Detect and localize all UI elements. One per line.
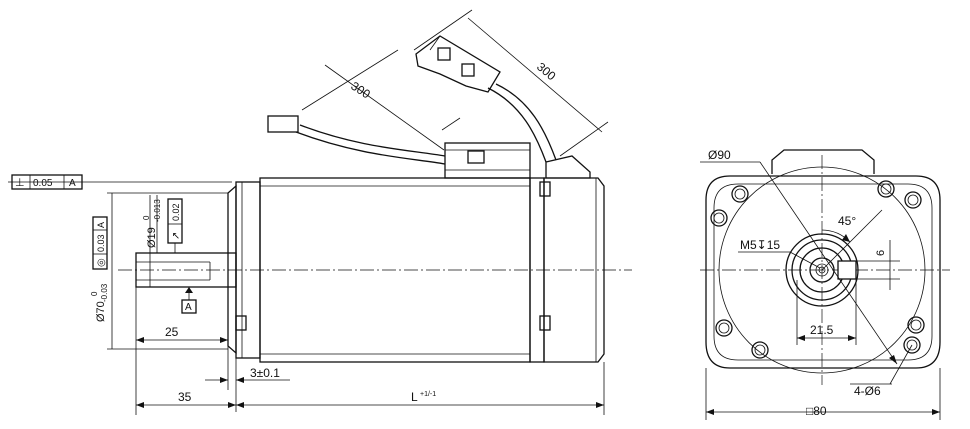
key-width-dim: 6 bbox=[856, 240, 900, 290]
perpendicularity-frame: ⊥ 0.05 A bbox=[8, 174, 232, 190]
pilot-diameter-tol-lower: -0.03 bbox=[100, 283, 109, 302]
cable-length-left: 300 bbox=[348, 79, 373, 102]
front-hub bbox=[785, 233, 859, 307]
shaft-diameter-tol-upper: 0 bbox=[142, 215, 151, 220]
concentricity-symbol: ◎ bbox=[96, 258, 107, 267]
angle-dim: 45° bbox=[821, 209, 883, 271]
pilot-diameter-dim: Ø70 0 -0.03 bbox=[90, 192, 228, 350]
thread-value: M5↧15 bbox=[740, 238, 780, 252]
holes-dim: 4-Ø6 bbox=[850, 344, 913, 398]
bolt-circle-dim: Ø90 bbox=[700, 148, 898, 365]
key-width-value: 6 bbox=[875, 250, 887, 256]
motor-body bbox=[235, 177, 605, 363]
perpendicularity-datum: A bbox=[69, 178, 76, 189]
front-view: Ø90 M5↧15 45° 6 21.5 bbox=[700, 148, 950, 420]
concentricity-tolerance: 0.03 bbox=[96, 234, 106, 252]
connector-boss bbox=[771, 149, 875, 174]
flange-thickness-value: 3±0.1 bbox=[250, 366, 280, 380]
key-height-dim: 21.5 bbox=[796, 279, 857, 345]
concentricity-frame: A 0.03 ◎ bbox=[92, 216, 108, 270]
shaft-length-value: 25 bbox=[165, 325, 179, 339]
cables bbox=[267, 35, 557, 165]
shaft-diameter-base: Ø19 bbox=[146, 227, 158, 248]
pilot-diameter-tol-upper: 0 bbox=[90, 291, 99, 296]
connector-housing bbox=[444, 142, 591, 179]
body-length-tol: +1/-1 bbox=[420, 391, 436, 398]
cable-length-right: 300 bbox=[534, 60, 559, 84]
perpendicularity-symbol: ⊥ bbox=[15, 177, 25, 189]
perpendicularity-tolerance: 0.05 bbox=[33, 178, 53, 189]
bolt-circle-value: Ø90 bbox=[708, 148, 731, 162]
flange-square-dim: □80 bbox=[705, 368, 941, 420]
cable-plug-right bbox=[415, 35, 501, 93]
datum-a-marker: A bbox=[181, 287, 197, 314]
cable-length-dims: 300 300 bbox=[301, 9, 609, 157]
thread-dim: M5↧15 bbox=[738, 238, 821, 269]
key-height-value: 21.5 bbox=[810, 323, 834, 337]
flange-to-shaft-end-value: 35 bbox=[178, 390, 192, 404]
shaft-diameter-dim: Ø19 0 -0.013 0.02 ↗ bbox=[142, 195, 183, 253]
shaft-length-dim: 25 bbox=[135, 287, 228, 345]
angle-value: 45° bbox=[838, 214, 856, 228]
shaft-diameter-tol-lower: -0.013 bbox=[153, 199, 162, 222]
flange-outline bbox=[705, 175, 941, 369]
runout-tolerance: 0.02 bbox=[171, 203, 181, 221]
side-view: 300 300 ⊥ 0.05 A A 0.03 ◎ Ø70 bbox=[8, 9, 632, 415]
flange-thickness-dim: 3±0.1 bbox=[205, 346, 290, 390]
bottom-dims: 35 L +1/-1 bbox=[135, 345, 605, 415]
datum-a-label: A bbox=[185, 302, 192, 313]
pilot-diameter-base: Ø70 bbox=[95, 301, 107, 322]
flange-square-value: □80 bbox=[806, 404, 827, 418]
body-length-base: L bbox=[411, 390, 418, 404]
mounting-holes bbox=[710, 180, 925, 359]
runout-symbol: ↗ bbox=[171, 232, 182, 240]
holes-value: 4-Ø6 bbox=[854, 384, 881, 398]
concentricity-datum: A bbox=[96, 222, 106, 228]
bolt-circle bbox=[718, 166, 926, 374]
